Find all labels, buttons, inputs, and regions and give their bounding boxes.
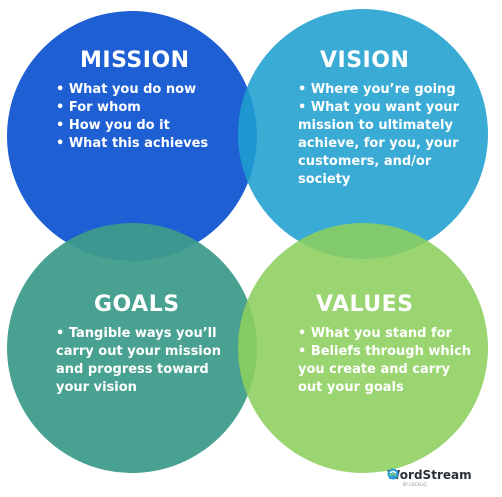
goals-list: • Tangible ways you’ll carry out your mi… [56, 325, 236, 397]
goals-circle [7, 223, 257, 473]
values-item: out your goals [298, 380, 404, 395]
vision-quadrant: VISION • Where you’re going • What you w… [298, 48, 473, 189]
vision-item: customers, and/or [298, 154, 432, 169]
values-circle [238, 223, 488, 473]
wordstream-logo-subtext: BY LOCALiQ [403, 482, 427, 487]
values-item: • What you stand for [298, 326, 452, 341]
vision-item: mission to ultimately [298, 118, 453, 133]
values-item: • Beliefs through which [298, 344, 472, 359]
values-title: VALUES [316, 292, 414, 317]
values-list: • What you stand for • Beliefs through w… [298, 325, 473, 397]
mission-item: • What you do now [56, 82, 197, 97]
values-item: you create and carry [298, 362, 451, 377]
wordstream-brand: WordStream BY LOCALiQ [387, 468, 472, 487]
vision-item: achieve, for you, your [298, 136, 459, 151]
vision-circle [238, 9, 488, 259]
wordstream-logo-icon [387, 468, 399, 480]
goals-item: carry out your mission [56, 344, 221, 359]
vision-item: • Where you’re going [298, 82, 456, 97]
goals-item: and progress toward [56, 362, 209, 377]
goals-quadrant: GOALS • Tangible ways you’ll carry out y… [56, 292, 236, 397]
vision-title: VISION [320, 48, 410, 73]
mission-item: • For whom [56, 100, 141, 115]
goals-item: your vision [56, 380, 137, 395]
vision-item: society [298, 172, 351, 187]
vision-item: • What you want your [298, 100, 459, 115]
mission-quadrant: MISSION • What you do now • For whom • H… [56, 48, 236, 153]
mission-list: • What you do now • For whom • How you d… [56, 81, 236, 153]
goals-item: • Tangible ways you’ll [56, 326, 217, 341]
vision-list: • Where you’re going • What you want you… [298, 81, 473, 189]
values-quadrant: VALUES • What you stand for • Beliefs th… [298, 292, 473, 397]
mission-circle [7, 11, 257, 261]
mission-title: MISSION [80, 48, 190, 73]
wordstream-logo-text: WordStream [387, 468, 472, 482]
goals-title: GOALS [94, 292, 180, 317]
mission-item: • How you do it [56, 118, 170, 133]
mission-item: • What this achieves [56, 136, 209, 151]
